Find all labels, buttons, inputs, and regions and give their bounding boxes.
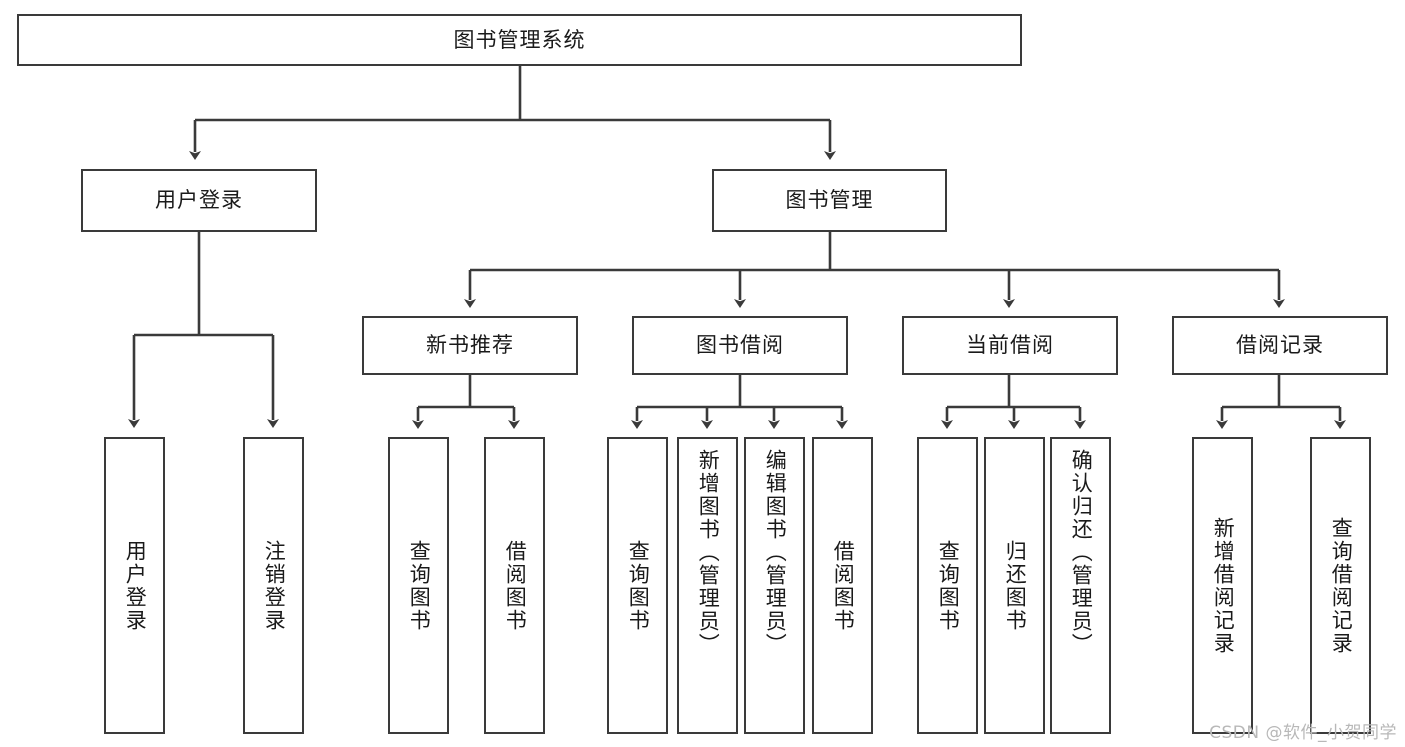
node-book-manage-label: 图书管理 [785,188,874,213]
node-leaf-query-book-a[interactable]: 查询图书 [388,437,449,734]
node-book-borrow[interactable]: 图书借阅 [632,316,848,375]
node-current-borrow-label: 当前借阅 [966,333,1054,358]
node-leaf-edit-book[interactable]: 编辑图书（管理员） [744,437,805,734]
node-leaf-logout-label: 注销登录 [262,539,287,632]
node-leaf-query-record-label: 查询借阅记录 [1329,516,1354,655]
node-leaf-confirm-return-label: 确认归还（管理员） [1069,449,1094,656]
node-user-login[interactable]: 用户登录 [81,169,317,232]
watermark-label: CSDN @软件_小贺同学 [1209,723,1397,743]
node-leaf-edit-book-label: 编辑图书（管理员） [763,449,788,656]
node-leaf-borrow-book-a[interactable]: 借阅图书 [484,437,545,734]
node-leaf-borrow-book-b-label: 借阅图书 [831,539,856,632]
node-leaf-query-book-b[interactable]: 查询图书 [607,437,668,734]
node-leaf-add-record-label: 新增借阅记录 [1211,516,1236,655]
node-leaf-logout[interactable]: 注销登录 [243,437,304,734]
node-borrow-record-label: 借阅记录 [1236,333,1324,358]
node-leaf-query-book-c[interactable]: 查询图书 [917,437,978,734]
node-leaf-add-book-label: 新增图书（管理员） [696,449,721,656]
node-borrow-record[interactable]: 借阅记录 [1172,316,1388,375]
node-user-login-label: 用户登录 [155,188,243,213]
node-root[interactable]: 图书管理系统 [17,14,1022,66]
node-new-book-rec-label: 新书推荐 [426,333,514,358]
node-leaf-borrow-book-a-label: 借阅图书 [503,539,528,632]
node-leaf-borrow-book-b[interactable]: 借阅图书 [812,437,873,734]
node-leaf-query-book-c-label: 查询图书 [936,539,961,632]
node-leaf-confirm-return[interactable]: 确认归还（管理员） [1050,437,1111,734]
node-leaf-query-book-a-label: 查询图书 [407,539,432,632]
node-root-label: 图书管理系统 [453,27,586,52]
node-leaf-user-login-label: 用户登录 [123,539,148,632]
node-leaf-user-login[interactable]: 用户登录 [104,437,165,734]
node-book-borrow-label: 图书借阅 [696,333,784,358]
node-leaf-query-record[interactable]: 查询借阅记录 [1310,437,1371,734]
node-leaf-return-book[interactable]: 归还图书 [984,437,1045,734]
node-leaf-return-book-label: 归还图书 [1003,539,1028,632]
node-current-borrow[interactable]: 当前借阅 [902,316,1118,375]
node-leaf-add-book[interactable]: 新增图书（管理员） [677,437,738,734]
node-book-manage[interactable]: 图书管理 [712,169,947,232]
node-leaf-add-record[interactable]: 新增借阅记录 [1192,437,1253,734]
node-new-book-rec[interactable]: 新书推荐 [362,316,578,375]
node-leaf-query-book-b-label: 查询图书 [626,539,651,632]
